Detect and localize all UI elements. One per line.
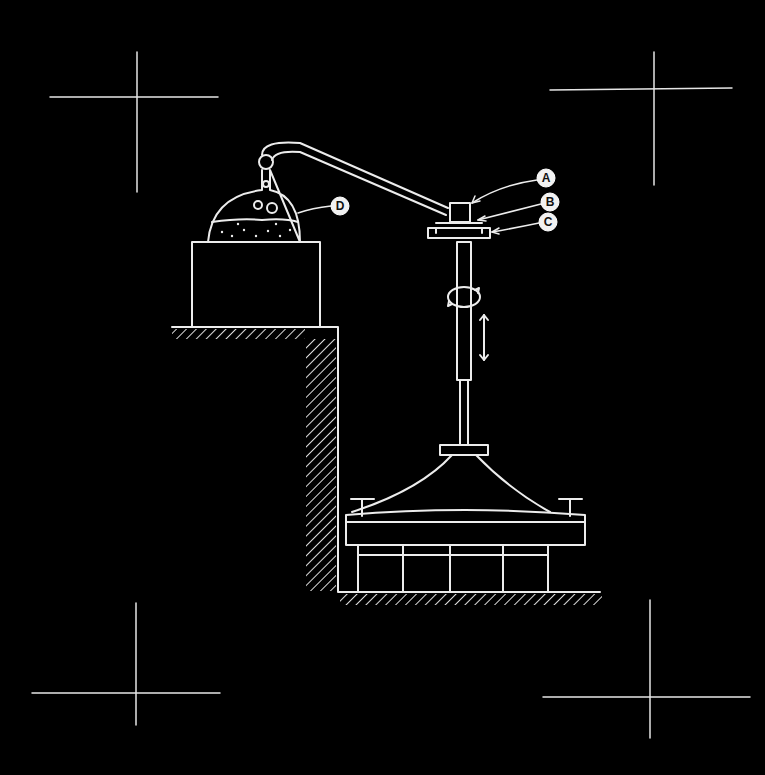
registration-marks	[32, 52, 750, 738]
callout-letter: B	[541, 193, 559, 211]
callout-letter: C	[539, 213, 557, 231]
apparatus	[172, 143, 600, 593]
callout-circles	[331, 169, 559, 231]
leader-lines	[298, 180, 541, 234]
callout-letter: D	[331, 197, 349, 215]
ground-hatching	[172, 329, 602, 605]
callout-letter: A	[537, 169, 555, 187]
